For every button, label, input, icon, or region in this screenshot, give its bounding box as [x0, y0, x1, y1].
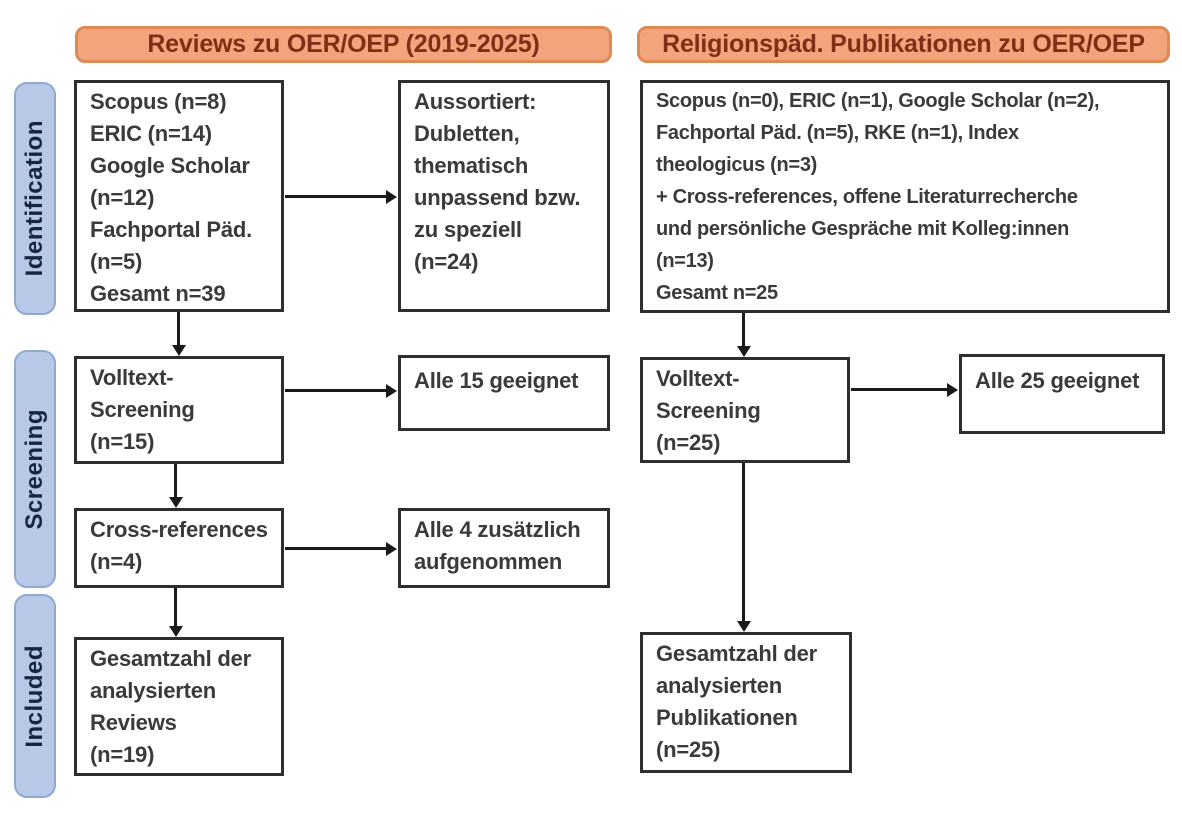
arrow-crossref-to-gesamt-reviews	[174, 588, 177, 627]
box-alle-4-zusaetzlich: Alle 4 zusätzlich aufgenommen	[398, 508, 610, 588]
arrow-crossref-to-alle4	[285, 547, 387, 550]
box-gesamtzahl-reviews: Gesamtzahl der analysierten Reviews (n=1…	[74, 637, 284, 776]
box-alle-15-geeignet: Alle 15 geeignet	[398, 355, 610, 431]
column-header-reviews: Reviews zu OER/OEP (2019-2025)	[75, 26, 612, 63]
box-cross-references: Cross-references (n=4)	[74, 508, 284, 588]
arrow-volltext-to-alle25	[851, 388, 948, 391]
stage-label-identification: Identification	[14, 82, 56, 315]
stage-label-included-text: Included	[21, 644, 48, 748]
arrow-volltext-to-alle15	[285, 389, 387, 392]
stage-label-identification-text: Identification	[21, 120, 48, 277]
stage-label-screening-text: Screening	[21, 408, 48, 530]
box-alle-25-geeignet: Alle 25 geeignet	[959, 354, 1165, 434]
arrow-volltext-to-gesamt-publikationen	[742, 463, 745, 622]
box-volltext-screening-publikationen: Volltext- Screening (n=25)	[640, 357, 850, 463]
arrow-volltext-to-crossref	[174, 464, 177, 498]
arrow-sources-to-volltext-reviews	[177, 312, 180, 346]
box-volltext-screening-reviews: Volltext- Screening (n=15)	[74, 356, 284, 464]
box-aussortiert: Aussortiert: Dubletten, thematisch unpas…	[398, 80, 610, 312]
box-sources-reviews: Scopus (n=8) ERIC (n=14) Google Scholar …	[74, 80, 284, 312]
box-gesamtzahl-publikationen: Gesamtzahl der analysierten Publikatione…	[640, 632, 852, 773]
arrow-sources-to-aussortiert	[285, 195, 387, 198]
box-sources-publikationen: Scopus (n=0), ERIC (n=1), Google Scholar…	[640, 80, 1170, 313]
column-header-religionspaed: Religionspäd. Publikationen zu OER/OEP	[637, 26, 1170, 63]
stage-label-screening: Screening	[14, 350, 56, 588]
arrow-sources-to-volltext-publikationen	[742, 313, 745, 347]
stage-label-included: Included	[14, 594, 56, 798]
